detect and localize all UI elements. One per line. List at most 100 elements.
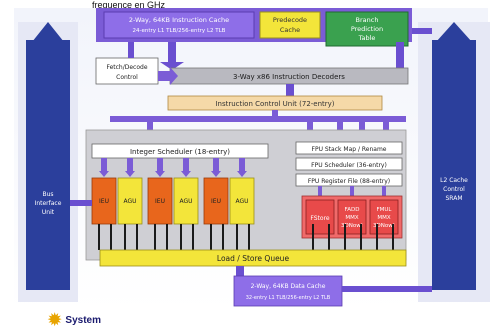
data-cache: [233, 275, 343, 307]
dcache-label-2: 32-entry L1 TLB/256-entry L2 TLB: [246, 295, 331, 301]
fpu-reg-label: FPU Register File (88-entry): [308, 178, 390, 185]
pipe-8: [192, 224, 194, 250]
dispatch-bus: [110, 116, 406, 122]
agu-unit-2: [173, 177, 199, 225]
pipe-2: [110, 224, 112, 250]
dispatch-arrow-3: [337, 122, 343, 132]
fadd-label-3: 3DNow!: [341, 223, 363, 229]
caption: frequence en GHz: [92, 0, 166, 10]
icache-label-2: 24-entry L1 TLB/256-entry L2 TLB: [133, 28, 226, 34]
pipe-17: [376, 224, 378, 250]
sched-arrow-head-1: [99, 171, 109, 177]
ieu-label-3: IEU: [211, 198, 221, 205]
decoders-label: 3-Way x86 Instruction Decoders: [233, 73, 345, 81]
icache-l2-link: [412, 28, 432, 34]
sched-arrow-head-6: [237, 171, 247, 177]
pipe-1: [98, 224, 100, 250]
dispatch-arrow-2: [307, 122, 313, 132]
ieu-unit-3: [203, 177, 229, 225]
ieu-unit-1: [91, 177, 117, 225]
pipe-13: [312, 224, 314, 250]
arrow-lsq-dcache: [236, 266, 244, 276]
agu-unit-3: [229, 177, 255, 225]
sched-arrow-1: [101, 158, 107, 172]
predecode-label-1: Predecode: [273, 16, 307, 24]
arrow-branch-down: [396, 42, 404, 72]
sched-arrow-5: [213, 158, 219, 172]
ieu-label-1: IEU: [99, 198, 109, 205]
fmul-label-1: FMUL: [377, 207, 393, 213]
sched-arrow-head-5: [211, 171, 221, 177]
dispatch-arrow-5: [383, 122, 389, 132]
pipe-5: [154, 224, 156, 250]
l2-label-3: SRAM: [445, 195, 462, 202]
fpu-scheduler: [295, 157, 403, 171]
arrow-icache-fetch: [128, 42, 134, 58]
branch-label-3: Table: [358, 34, 376, 42]
pipe-3: [124, 224, 126, 250]
agu-label-3: AGU: [235, 198, 248, 205]
footer-system: ✹System: [48, 310, 101, 330]
fadd-label-1: FADD: [345, 207, 360, 213]
bus-label-2: Interface: [35, 200, 62, 207]
bus-label-1: Bus: [42, 191, 53, 198]
arrow-decoders-icu: [286, 84, 294, 96]
l2-label-2: Control: [443, 186, 465, 193]
fetch-label-1: Fetch/Decode: [106, 64, 147, 71]
fpu-arrow-2: [350, 186, 354, 196]
pipe-15: [344, 224, 346, 250]
l2-link: [342, 286, 432, 292]
dispatch-arrow-1: [147, 122, 153, 132]
fpu-stack-label: FPU Stack Map / Rename: [312, 146, 387, 153]
arrow-fetch-decoders: [158, 67, 178, 85]
bus-label-3: Unit: [42, 209, 55, 216]
sched-arrow-6: [239, 158, 245, 172]
fpu-arrow-1: [318, 186, 322, 196]
ieu-unit-2: [147, 177, 173, 225]
fpu-stack-map: [295, 141, 403, 155]
pipe-16: [360, 224, 362, 250]
pipe-7: [180, 224, 182, 250]
int-sched-label: Integer Scheduler (18-entry): [130, 148, 230, 156]
pipe-11: [236, 224, 238, 250]
sched-arrow-head-4: [181, 171, 191, 177]
sched-arrow-4: [183, 158, 189, 172]
ieu-label-2: IEU: [155, 198, 165, 205]
integer-scheduler: [91, 143, 269, 159]
fstore-label: FStore: [310, 215, 330, 222]
arrow-head-decoders: [160, 62, 184, 70]
footer-label: System: [65, 315, 101, 326]
fpu-sched-label: FPU Scheduler (36-entry): [311, 162, 387, 169]
branch-label-2: Prediction: [351, 25, 383, 33]
pipe-10: [222, 224, 224, 250]
integer-units: IEU AGU IEU AGU IEU AGU: [91, 177, 255, 225]
l2-cache-control: [432, 40, 476, 290]
predecode-label-2: Cache: [280, 26, 300, 34]
pipe-4: [136, 224, 138, 250]
fetch-label-2: Control: [116, 74, 138, 81]
icu-dispatch-link: [272, 110, 278, 118]
fmul-label-3: 3DNow!: [373, 223, 395, 229]
dispatch-arrow-4: [359, 122, 365, 132]
arrow-icache-decoders: [168, 42, 176, 64]
execution-pipes: [98, 224, 394, 250]
instruction-cache: [103, 11, 255, 39]
agu-label-1: AGU: [123, 198, 136, 205]
predecode-cache: [259, 11, 321, 39]
branch-label-1: Branch: [356, 16, 379, 24]
dcache-label-1: 2-Way, 64KB Data Cache: [251, 283, 326, 290]
pipe-14: [328, 224, 330, 250]
lsq-label: Load / Store Queue: [217, 254, 290, 263]
icache-label-1: 2-Way, 64KB Instruction Cache: [129, 16, 229, 24]
fpu-register-file: [295, 173, 403, 187]
fadd-unit: [337, 199, 367, 235]
sched-arrow-head-3: [155, 171, 165, 177]
sched-arrow-head-2: [125, 171, 135, 177]
sched-arrow-3: [157, 158, 163, 172]
scheduler-arrows: [99, 158, 386, 196]
sun-icon: ✹: [48, 312, 62, 329]
sched-arrow-2: [127, 158, 133, 172]
agu-unit-1: [117, 177, 143, 225]
